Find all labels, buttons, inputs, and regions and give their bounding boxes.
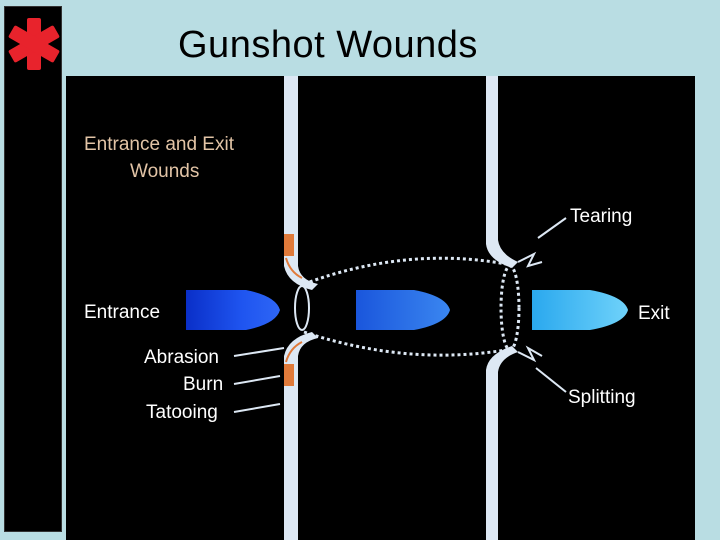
- label-exit: Exit: [638, 303, 670, 324]
- label-burn: Burn: [183, 374, 223, 395]
- label-splitting: Splitting: [568, 387, 636, 408]
- arrow-burn: [233, 375, 281, 385]
- wound-diagram: Entrance and Exit Wounds Entrance Exit T…: [84, 76, 670, 540]
- diagram-heading-line-2: Wounds: [130, 161, 199, 182]
- exit-skin-lower: [486, 346, 518, 540]
- arrow-splitting: [535, 367, 567, 393]
- bullet-middle: [356, 290, 450, 330]
- slide-title: Gunshot Wounds: [178, 24, 478, 66]
- diagram-heading-line-1: Entrance and Exit: [84, 134, 235, 155]
- label-abrasion: Abrasion: [144, 347, 219, 368]
- wound-diagram-panel: Entrance and Exit Wounds Entrance Exit T…: [66, 76, 695, 540]
- label-tatooing: Tatooing: [146, 402, 218, 423]
- tearing-fragments: [517, 251, 543, 268]
- arrow-tatooing: [233, 403, 281, 413]
- wound-track-lower: [303, 330, 507, 357]
- exit-skin-upper: [486, 76, 518, 268]
- exit-hole: [499, 264, 521, 352]
- splitting-fragments: [517, 345, 543, 363]
- label-tearing: Tearing: [570, 206, 632, 227]
- entrance-hole: [294, 285, 310, 331]
- label-entrance: Entrance: [84, 302, 160, 323]
- bullet-exit: [532, 290, 628, 330]
- bullet-entrance: [186, 290, 280, 330]
- left-decorative-bar: [4, 6, 62, 532]
- entrance-skin-lower: [284, 332, 318, 540]
- arrow-abrasion: [233, 347, 285, 357]
- medical-asterisk-icon: [8, 18, 60, 70]
- wound-track-upper: [303, 256, 507, 286]
- arrow-tearing: [537, 217, 567, 239]
- entrance-skin-upper: [284, 76, 318, 290]
